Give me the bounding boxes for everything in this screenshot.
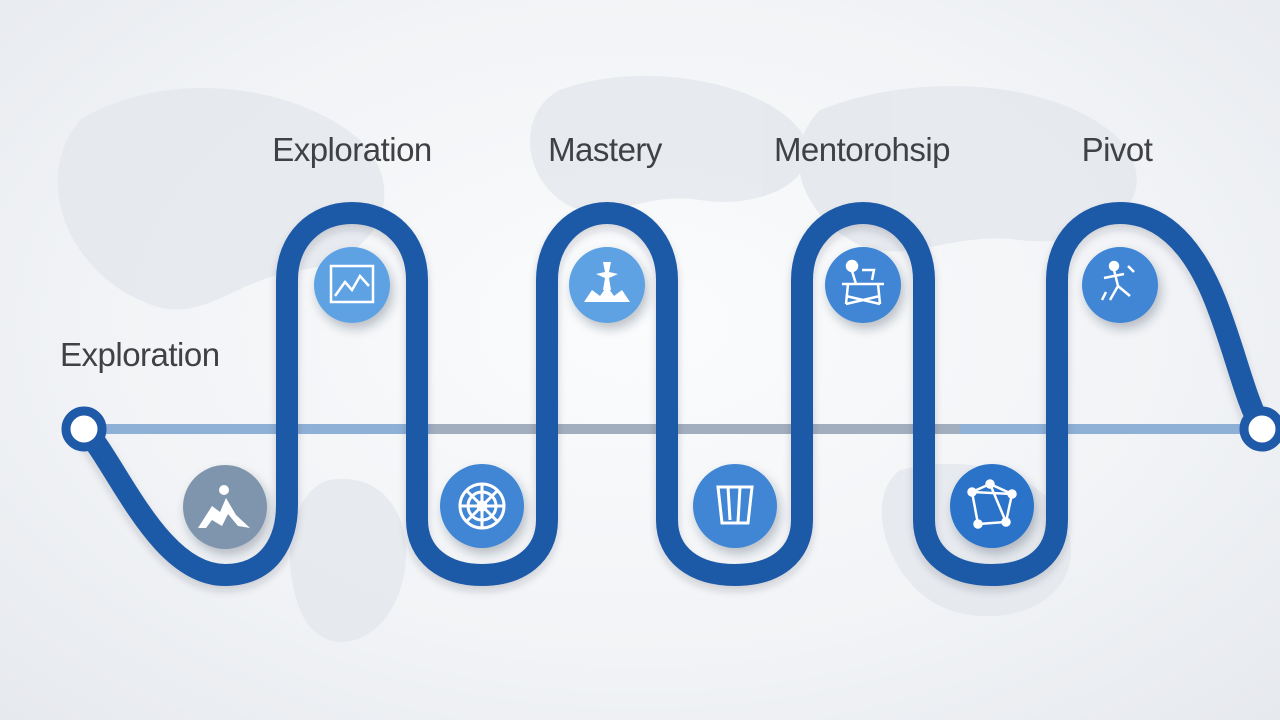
pivot-figure-icon [1100, 260, 1135, 301]
badge-gear [440, 464, 524, 548]
gear-wheel-icon [458, 482, 506, 530]
hikers-icon [198, 485, 250, 528]
badge-pivot-figure [1082, 247, 1158, 323]
start-node [61, 406, 107, 452]
torn-map-icon [716, 485, 754, 525]
label-top-4: Pivot [1082, 131, 1153, 168]
end-node [1239, 406, 1280, 452]
badge-line-chart [314, 247, 390, 323]
badge-network [950, 464, 1034, 548]
label-top-2: Mastery [548, 131, 663, 168]
trophy-figure-icon [584, 262, 630, 302]
mentor-desk-icon [842, 259, 884, 306]
badge-torn-map [693, 464, 777, 548]
serpentine-career-path [74, 202, 1273, 586]
badge-hikers [183, 465, 267, 549]
label-top-3: Mentorohsip [774, 131, 950, 168]
line-chart-icon [329, 264, 375, 304]
badge-mentor-desk [825, 247, 901, 323]
network-icon [967, 479, 1017, 529]
label-top-1: Exploration [272, 131, 432, 168]
badge-trophy-figure [569, 247, 645, 323]
label-left-exploration: Exploration [60, 336, 220, 373]
